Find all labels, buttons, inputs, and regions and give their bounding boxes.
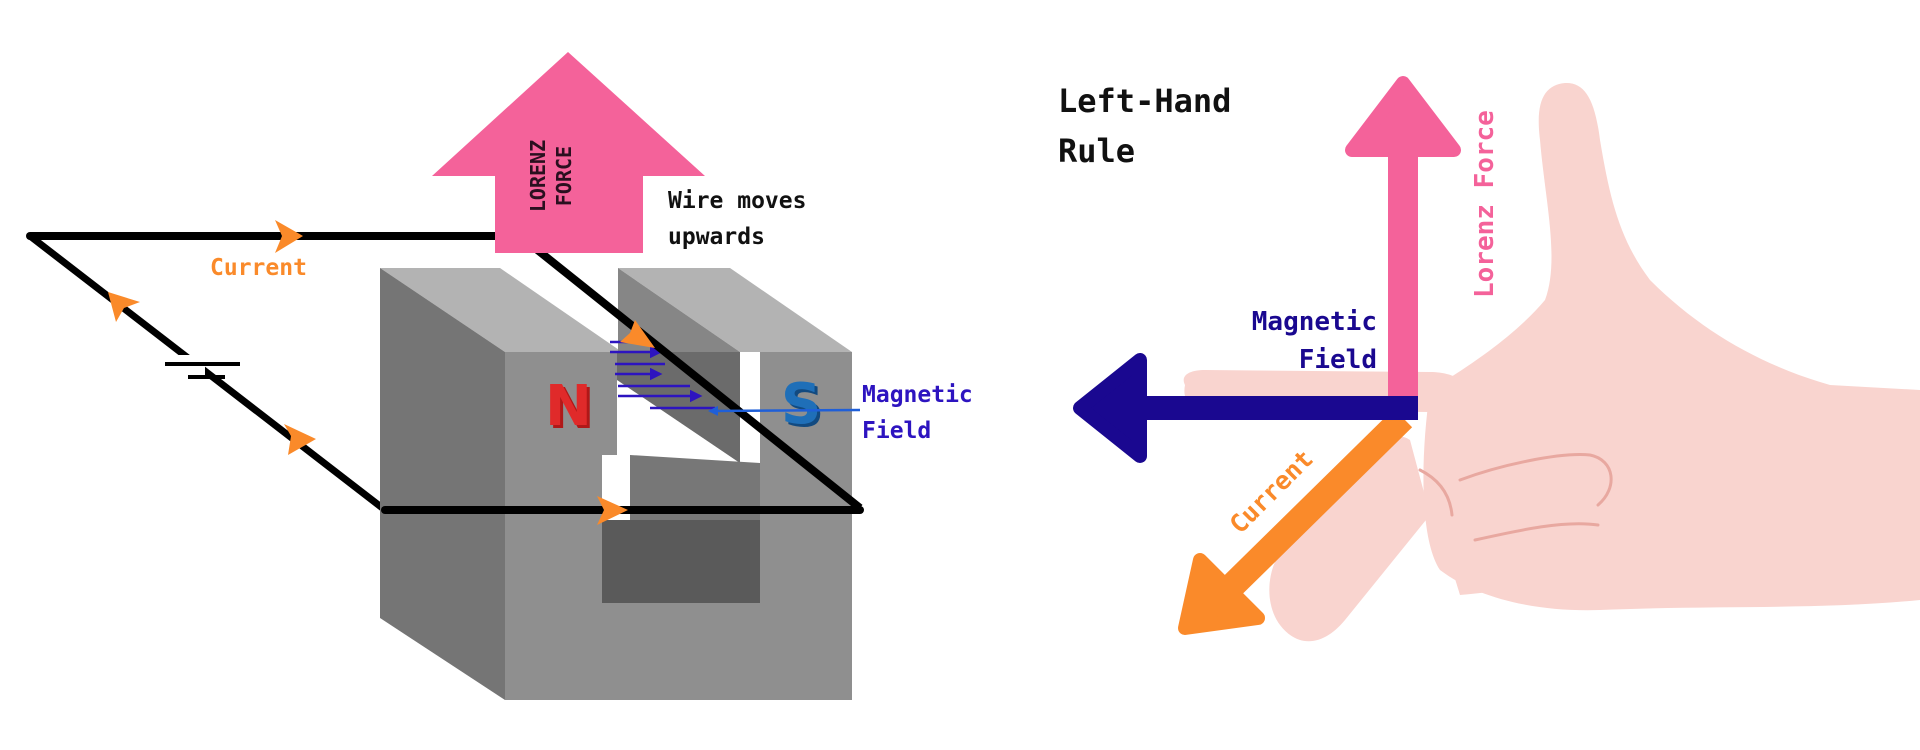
hand-force-label: Lorenz Force (1470, 110, 1500, 298)
hand-field-head (1073, 353, 1147, 463)
south-pole-letter: S (784, 375, 824, 440)
horseshoe-magnet (380, 268, 852, 700)
hand-current-head (1178, 553, 1265, 635)
hand-illustration (1183, 82, 1920, 642)
south-pole-letter-face: S (781, 372, 821, 437)
north-pole-letter: N (548, 377, 595, 442)
hand-field-label-1: Magnetic (1252, 307, 1377, 337)
wire-moves-label-2: upwards (668, 224, 765, 250)
hand-field-shaft (1140, 396, 1418, 420)
force-arrow-label-2: FORCE (552, 146, 576, 206)
force-arrow-label-1: LORENZ (526, 140, 550, 212)
hand-force-shaft (1388, 150, 1418, 418)
lorenz-force-arrow (432, 52, 705, 253)
hand-finger-outlines (1418, 453, 1613, 542)
magnetic-field-label-1: Magnetic (862, 382, 973, 408)
north-pole-letter-face: N (545, 374, 592, 439)
wire-left-edge (27, 233, 388, 513)
wire-moves-label-1: Wire moves (668, 188, 806, 214)
hand-field-label-2: Field (1299, 345, 1377, 375)
left-hand-rule-title-2: Rule (1058, 132, 1135, 170)
north-pole-left-face (380, 268, 505, 700)
current-arrow-left-lower (284, 424, 316, 455)
current-arrow-front (597, 496, 628, 525)
hand-current-shaft (1218, 408, 1413, 600)
south-pole-top (618, 268, 852, 352)
current-label: Current (210, 255, 307, 281)
current-arrow-top (275, 220, 303, 253)
current-arrow-left-upper (108, 292, 140, 322)
left-hand-rule: Left-Hand Rule Lorenz Force Magnetic Fie… (1058, 76, 1920, 642)
field-lines (610, 340, 715, 410)
motor-diagram: N N S S LORENZ FORCE Wire moves upwards … (26, 52, 973, 700)
hand-force-head (1345, 76, 1461, 157)
north-pole-top (380, 268, 622, 352)
magnet-inner-back (630, 455, 760, 520)
magnet-front-face (505, 352, 852, 700)
magnetic-field-label-2: Field (862, 418, 931, 444)
current-arrows (108, 220, 655, 525)
current-arrow-right (620, 320, 655, 348)
battery-symbol (160, 355, 240, 389)
wire-right-edge (517, 232, 863, 512)
left-hand-rule-title-1: Left-Hand (1058, 82, 1231, 120)
magnet-inner-cavity (602, 520, 760, 603)
field-pointer (708, 405, 861, 416)
